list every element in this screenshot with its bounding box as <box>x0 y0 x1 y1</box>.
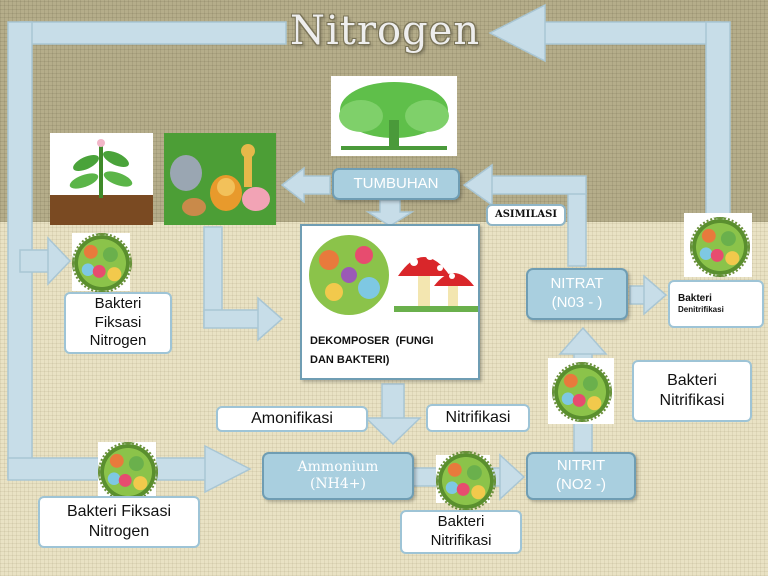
ammonium-formula: (NH4+) <box>309 476 366 492</box>
amonifikasi-text: Amonifikasi <box>251 410 333 427</box>
fiksasi-top-label: Bakteri Fiksasi Nitrogen <box>64 292 172 354</box>
animals-right-bar <box>203 309 261 329</box>
bacteria-image-nitrifikasi-right <box>548 358 614 424</box>
tree-icon <box>339 82 449 150</box>
dekomposer-line1: DEKOMPOSER (FUNGI <box>310 335 434 347</box>
dekomposer-line2: DAN BAKTERI) <box>310 353 390 366</box>
mushroom-icon <box>394 252 478 312</box>
amonifikasi-label: Amonifikasi <box>216 406 368 432</box>
bacteria-image-fiksasi-top <box>72 233 132 293</box>
nitrat-node: NITRAT (N03 - ) <box>526 268 628 320</box>
denitrifikasi-label: Bakteri Denitrifikasi <box>668 280 764 328</box>
loop-arrow-to-nitrogen <box>488 3 546 63</box>
nitrifikasi-right-line2: Nitrifikasi <box>659 392 725 409</box>
arrow-to-fiksasi-top <box>47 236 72 286</box>
arrow-nitrat-to-tumbuhan <box>462 163 493 207</box>
plant-image <box>50 133 153 225</box>
arrow-tumbuhan-to-dekomposer <box>365 199 415 227</box>
nitrifikasi-label: Nitrifikasi <box>426 404 530 432</box>
tree-image <box>331 76 457 156</box>
arrow-animals-to-dekomposer <box>257 296 284 342</box>
dekomposer-box: DEKOMPOSER (FUNGI DAN BAKTERI) <box>300 224 480 380</box>
bacteria-icon <box>309 235 389 315</box>
nitrifikasi-right-line1: Bakteri <box>667 372 717 389</box>
animals-image <box>164 133 276 225</box>
fiksasi-bottom-line2: Nitrogen <box>88 523 150 540</box>
fiksasi-top-line2: Fiksasi <box>94 313 142 331</box>
bacteria-icon <box>98 442 158 502</box>
bacteria-icon <box>690 217 750 277</box>
nitrifikasi-bottom-line2: Nitrifikasi <box>430 532 492 549</box>
nitrifikasi-right-label: Bakteri Nitrifikasi <box>632 360 752 422</box>
loop-top-bar <box>19 21 287 45</box>
bacteria-icon <box>552 362 612 422</box>
bacteria-image-denitrifikasi <box>684 213 752 277</box>
loop-arrow-to-ammonium <box>204 444 252 494</box>
nitrifikasi-bottom-label: Bakteri Nitrifikasi <box>400 510 522 554</box>
nitrifikasi-text: Nitrifikasi <box>445 409 511 426</box>
page-title: Nitrogen <box>290 8 481 54</box>
asimilasi-text: ASIMILASI <box>494 208 558 220</box>
fiksasi-bottom-label: Bakteri Fiksasi Nitrogen <box>38 496 200 548</box>
denitrifikasi-line2: Denitrifikasi <box>678 305 724 315</box>
loop-top-right-bar <box>539 21 721 45</box>
dekomposer-caption: DEKOMPOSER (FUNGI DAN BAKTERI) <box>302 332 478 378</box>
nitrat-label: NITRAT <box>550 275 604 293</box>
loop-right-bar <box>705 21 731 223</box>
nitrit-node: NITRIT (NO2 -) <box>526 452 636 500</box>
ammonium-node: Ammonium (NH4+) <box>262 452 414 500</box>
asimilasi-top-bar <box>489 175 587 195</box>
nitrit-formula: (NO2 -) <box>556 476 606 493</box>
bacteria-image-nitrifikasi-bottom <box>436 451 496 511</box>
fiksasi-top-line3: Nitrogen <box>89 332 147 350</box>
bacteria-icon <box>436 451 496 511</box>
nitrat-formula: (N03 - ) <box>551 294 603 311</box>
bacteria-image-fiksasi-bottom <box>98 442 158 502</box>
asimilasi-label: ASIMILASI <box>486 204 566 226</box>
arrow-nitrit-to-nitrat <box>558 326 608 355</box>
arrow-ammonium-to-nitrit <box>499 453 526 501</box>
nitrit-label: NITRIT <box>556 457 606 475</box>
bacteria-icon <box>72 233 132 293</box>
ammonium-label: Ammonium <box>297 458 379 475</box>
denitrifikasi-line1: Bakteri <box>678 292 712 304</box>
arrow-tumbuhan-to-animals <box>280 166 331 204</box>
tumbuhan-node: TUMBUHAN <box>332 168 460 200</box>
fiksasi-top-line1: Bakteri <box>94 294 142 312</box>
animals-icon <box>164 133 276 225</box>
plant-icon <box>50 139 153 225</box>
arrow-to-fiksasi-top-bar <box>19 249 51 273</box>
nitrat-up-bar <box>567 185 587 267</box>
dekomposer-down-bar <box>381 383 405 421</box>
tumbuhan-label: TUMBUHAN <box>353 174 439 192</box>
nitrifikasi-bottom-line1: Bakteri <box>437 513 485 531</box>
arrow-nitrat-to-denitrifikasi <box>643 274 668 316</box>
fiksasi-bottom-line1: Bakteri Fiksasi <box>66 503 172 520</box>
arrow-dekomposer-to-ammonium <box>364 417 422 446</box>
